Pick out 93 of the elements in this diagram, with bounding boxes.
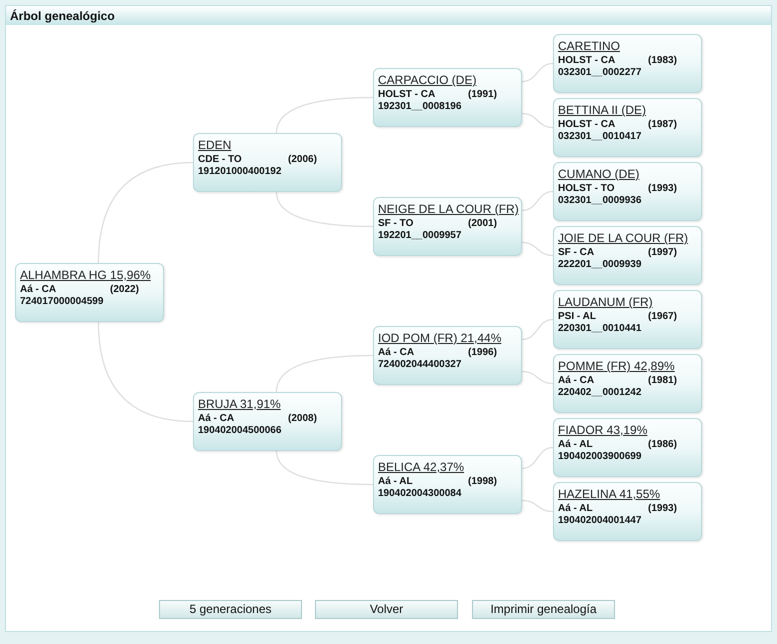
panel-title: Árbol genealógico [10,8,115,24]
birth-year: (1993) [648,503,677,515]
horse-card [193,392,342,451]
birth-year: (1987) [648,119,677,131]
birth-year: (1996) [468,347,497,359]
birth-year: (1983) [648,55,677,67]
breed-code: CDE - TO [198,154,243,166]
connector-line [522,242,554,256]
registration-number: 724017000004599 [20,296,104,308]
breed-code: Aá - AL [558,439,594,451]
horse-card [373,68,522,127]
horse-card [553,482,702,541]
birth-year: (2006) [288,154,317,166]
horse-card [553,226,702,285]
registration-number: 222201__0009939 [558,259,642,271]
breed-code: SF - TO [378,218,414,230]
connector-line [276,96,374,134]
registration-number: 192301__0008196 [378,101,462,113]
horse-card [553,418,702,477]
connector-line [98,162,194,264]
horse-name-link: IOD POM (FR) 21,44% [378,331,502,346]
registration-number: 032301__0002277 [558,67,642,79]
horse-card [193,133,342,192]
horse-name-link: BELICA 42,37% [378,460,464,475]
registration-number: 724002044400327 [378,359,462,371]
breed-code: HOLST - CA [378,89,436,101]
horse-card [373,326,522,385]
connector-line [522,318,554,340]
horse-name-link: CARPACCIO (DE) [378,73,476,88]
registration-number: 032301__0009936 [558,195,642,207]
connector-line [276,192,374,228]
breed-code: Aá - CA [558,375,596,387]
registration-number: 192201__0009957 [378,230,462,242]
breed-code: Aá - CA [20,284,58,296]
connector-line [98,322,194,422]
registration-number: 190402004500066 [198,425,282,437]
registration-number: 190402003900699 [558,451,642,463]
horse-card [373,197,522,256]
horse-name-link: POMME (FR) 42,89% [558,359,675,374]
registration-number: 190402004300084 [378,488,462,500]
birth-year: (2001) [468,218,497,230]
breed-code: HOLST - CA [558,119,616,131]
horse-name-link: LAUDANUM (FR) [558,295,653,310]
breed-code: Aá - AL [558,503,594,515]
horse-name-link: JOIE DE LA COUR (FR) [558,231,688,246]
horse-name-link: HAZELINA 41,55% [558,487,660,502]
registration-number: 190402004001447 [558,515,642,527]
horse-name-link: NEIGE DE LA COUR (FR) [378,202,519,217]
connector-line [522,62,554,82]
birth-year: (2008) [288,413,317,425]
breed-code: PSI - AL [558,311,597,323]
breed-code: HOLST - TO [558,183,616,195]
connector-line [276,450,374,486]
horse-name-link: CUMANO (DE) [558,167,640,182]
birth-year: (1986) [648,439,677,451]
horse-card [553,290,702,349]
horse-name-link: BETTINA II (DE) [558,103,646,118]
generations-button: 5 generaciones [159,600,302,619]
birth-year: (1998) [468,476,497,488]
horse-card [15,263,164,322]
breed-code: SF - CA [558,247,596,259]
birth-year: (2022) [110,284,139,296]
breed-code: HOLST - CA [558,55,616,67]
birth-year: (1993) [648,183,677,195]
horse-card [553,162,702,221]
connector-line [522,112,554,128]
birth-year: (1967) [648,311,677,323]
breed-code: Aá - CA [378,347,416,359]
horse-name-link: EDEN [198,138,232,153]
horse-card [373,455,522,514]
birth-year: (1997) [648,247,677,259]
horse-name-link: BRUJA 31,91% [198,397,281,412]
breed-code: Aá - AL [378,476,414,488]
horse-name-link: CARETINO [558,39,620,54]
connector-line [522,500,554,512]
registration-number: 191201000400192 [198,166,282,178]
horse-card [553,34,702,93]
horse-card [553,354,702,413]
horse-name-link: ALHAMBRA HG 15,96% [20,268,151,283]
registration-number: 220402__0001242 [558,387,642,399]
horse-card [553,98,702,157]
connector-line [276,354,373,392]
registration-number: 220301__0010441 [558,323,642,335]
back-button: Volver [315,600,458,619]
birth-year: (1981) [648,375,677,387]
connector-line [522,370,554,384]
registration-number: 032301__0010417 [558,131,642,143]
connector-line [522,190,554,212]
birth-year: (1991) [468,89,497,101]
connector-line [522,446,554,470]
horse-name-link: FIADOR 43,19% [558,423,648,438]
breed-code: Aá - CA [198,413,236,425]
print-button: Imprimir genealogía [472,600,615,619]
